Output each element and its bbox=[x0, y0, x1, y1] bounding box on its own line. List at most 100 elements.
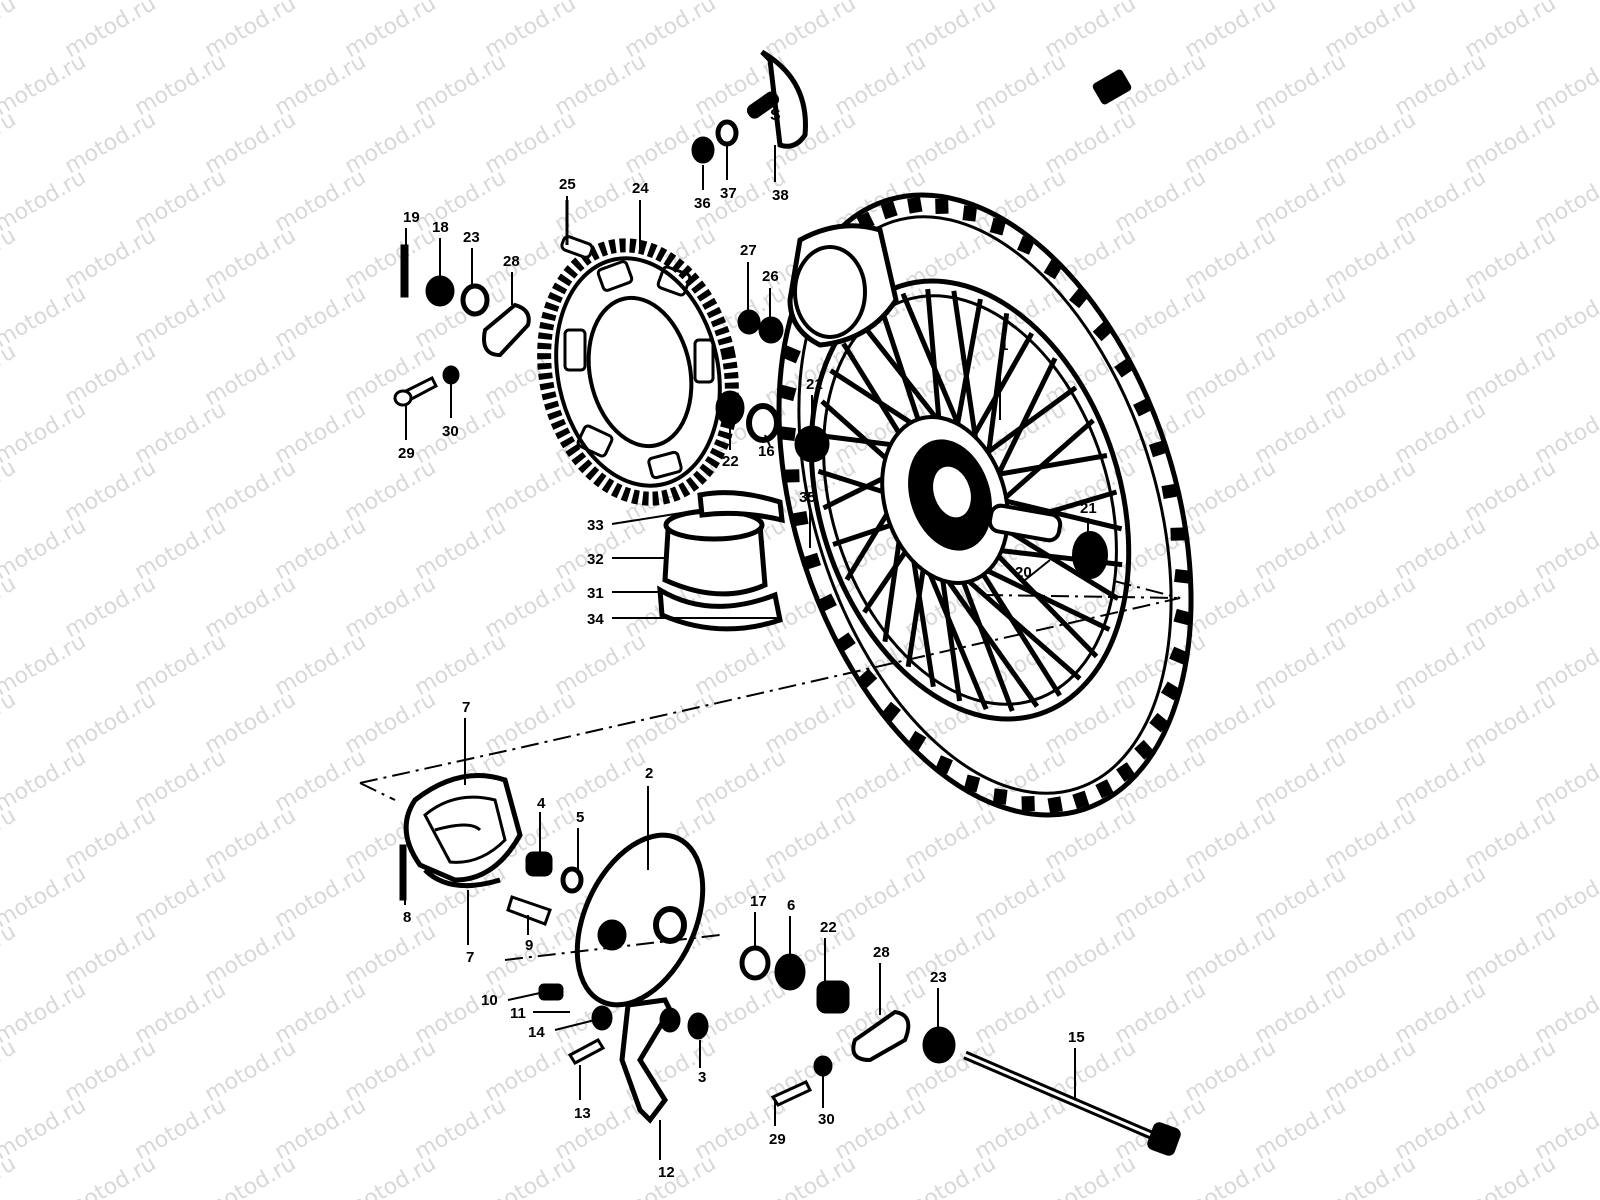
leader-line bbox=[611, 509, 701, 525]
watermark-text: motod.ru bbox=[0, 339, 20, 411]
callout-label: 32 bbox=[587, 551, 604, 568]
spoke bbox=[953, 298, 983, 435]
spoke bbox=[989, 453, 1108, 479]
callout-label: 29 bbox=[398, 445, 415, 462]
callout-label: 17 bbox=[750, 893, 767, 910]
rim-band bbox=[787, 223, 899, 348]
tread-block bbox=[880, 201, 898, 220]
tread-block bbox=[836, 632, 856, 652]
callout-label: 30 bbox=[442, 423, 459, 440]
hub-damper-assembly bbox=[657, 490, 785, 632]
callout-label: 25 bbox=[559, 176, 576, 193]
chain-guard: S bbox=[746, 49, 808, 149]
tread-block bbox=[907, 730, 927, 751]
callout-label: 12 bbox=[658, 1164, 675, 1181]
callout-label: 1 bbox=[1000, 337, 1008, 354]
callout-label: 23 bbox=[463, 229, 480, 246]
callout-label: 10 bbox=[481, 992, 498, 1009]
spoke bbox=[984, 312, 1010, 466]
tread-block bbox=[782, 345, 801, 364]
watermark-text: motod.ru bbox=[0, 397, 90, 469]
tread-block bbox=[802, 552, 822, 570]
callout-label: 21 bbox=[806, 376, 823, 393]
watermark-text: motod.ru bbox=[201, 1151, 301, 1200]
callout-label: 22 bbox=[722, 453, 739, 470]
callout-label: 19 bbox=[403, 209, 420, 226]
watermark-text: motod.ru bbox=[0, 919, 20, 991]
callout-label: 13 bbox=[574, 1105, 591, 1122]
callout-label: 38 bbox=[772, 187, 789, 204]
watermark-text: motod.ru bbox=[481, 1151, 581, 1200]
spoke bbox=[905, 553, 929, 668]
callout-label: 29 bbox=[769, 1131, 786, 1148]
rear-axle bbox=[963, 1050, 1181, 1156]
rear-sprocket bbox=[537, 238, 739, 506]
tread-block bbox=[1134, 739, 1154, 760]
tread-block bbox=[907, 196, 923, 214]
tread-block bbox=[1160, 681, 1181, 701]
callout-label: 15 bbox=[1068, 1029, 1085, 1046]
tread-block bbox=[791, 511, 809, 527]
callout-label: 33 bbox=[587, 517, 604, 534]
watermark-text: motod.ru bbox=[0, 0, 20, 63]
spoke bbox=[968, 332, 1034, 443]
watermark-text: motod.ru bbox=[0, 745, 90, 817]
callout-label: 20 bbox=[1015, 564, 1032, 581]
tread-block bbox=[962, 205, 978, 222]
tread-block bbox=[784, 469, 800, 483]
callout-label: 28 bbox=[503, 253, 520, 270]
tread-block bbox=[1116, 762, 1136, 782]
callout-label: 30 bbox=[818, 1111, 835, 1128]
tread-block bbox=[857, 668, 878, 689]
spoke bbox=[937, 561, 963, 702]
callout-label: 6 bbox=[787, 897, 795, 914]
watermark-text: motod.ru bbox=[901, 1151, 1001, 1200]
watermark-text: motod.ru bbox=[0, 107, 20, 179]
callout-label: 36 bbox=[694, 195, 711, 212]
tread-block bbox=[1095, 779, 1114, 799]
spoke bbox=[968, 552, 1062, 697]
watermark-text: motod.ru bbox=[0, 687, 20, 759]
callout-label: 21 bbox=[1080, 500, 1097, 517]
tread-block bbox=[1047, 796, 1063, 814]
tread-block bbox=[1069, 288, 1089, 309]
center-lines bbox=[359, 579, 1181, 961]
brake-panel bbox=[574, 832, 706, 1124]
spoke bbox=[953, 561, 1015, 712]
watermark-text: motod.ru bbox=[1461, 1151, 1561, 1200]
leader-line bbox=[764, 434, 771, 447]
tread-block bbox=[1173, 608, 1192, 626]
watermark-text: motod.ru bbox=[0, 513, 90, 585]
spoke bbox=[980, 385, 1078, 459]
watermark-text: motod.ru bbox=[0, 455, 20, 527]
tread-block bbox=[935, 198, 949, 214]
callout-label: 23 bbox=[930, 969, 947, 986]
watermark-text: motod.ru bbox=[0, 1035, 20, 1107]
watermark-text: motod.ru bbox=[0, 861, 90, 933]
callout-label: 9 bbox=[525, 937, 533, 954]
tread-block bbox=[1148, 440, 1168, 458]
tread-block bbox=[817, 593, 837, 612]
watermark-text: motod.ru bbox=[0, 1093, 90, 1165]
tire-tread bbox=[778, 196, 1192, 814]
tread-block bbox=[992, 788, 1008, 805]
tread-block bbox=[1017, 235, 1035, 255]
watermark-text: motod.ru bbox=[0, 803, 20, 875]
arrow-tag bbox=[1092, 69, 1132, 105]
tread-block bbox=[779, 426, 796, 441]
callout-label: 2 bbox=[645, 765, 653, 782]
tread-block bbox=[1021, 796, 1035, 812]
callout-label: 34 bbox=[587, 611, 604, 628]
watermark-text: motod.ru bbox=[0, 49, 90, 121]
watermark-text: motod.ru bbox=[0, 629, 90, 701]
callout-label: 8 bbox=[403, 909, 411, 926]
tread-block bbox=[935, 755, 953, 775]
watermark-text: motod.ru bbox=[0, 281, 90, 353]
tread-block bbox=[1133, 398, 1153, 417]
watermark-text: motod.ru bbox=[1041, 1151, 1141, 1200]
watermark-text: motod.ru bbox=[61, 1151, 161, 1200]
watermark-text: motod.ru bbox=[0, 165, 90, 237]
callout-label: 4 bbox=[537, 795, 546, 812]
